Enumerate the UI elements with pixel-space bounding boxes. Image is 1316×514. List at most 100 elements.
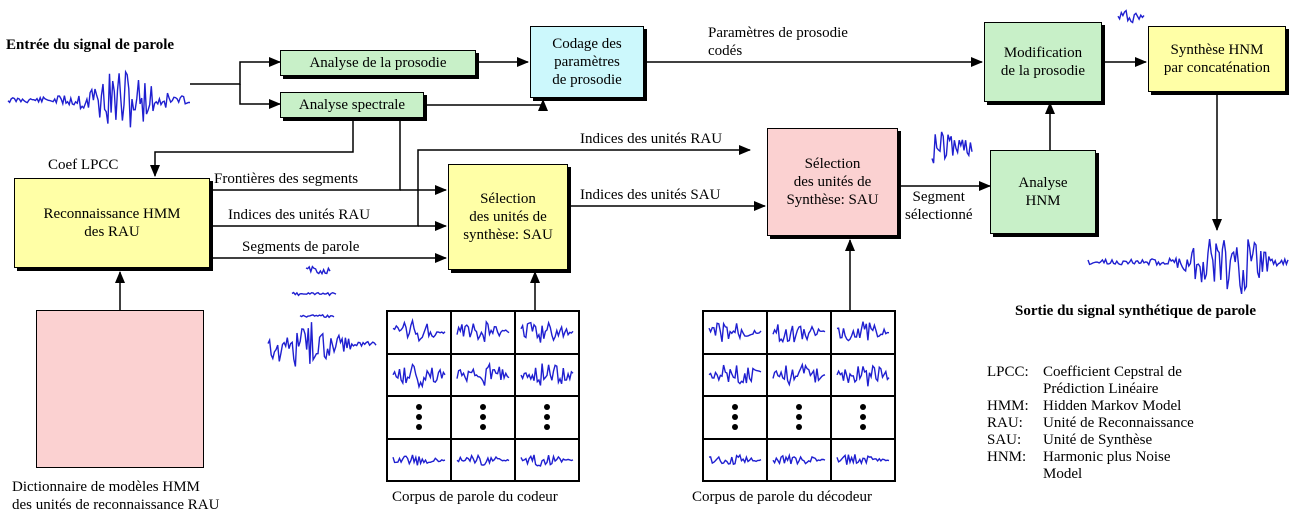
input-signal-title: Entrée du signal de parole xyxy=(6,37,175,53)
speech-segment-waveform xyxy=(708,321,762,343)
speech-segment-waveform xyxy=(456,320,510,343)
corpus-cell xyxy=(767,438,831,481)
corpus-cell xyxy=(767,353,831,396)
dictionnaire-label: Dictionnaire de modèles HMM des unités d… xyxy=(12,479,220,513)
speech-segment-path xyxy=(772,452,826,466)
corpus-cell xyxy=(767,311,831,354)
corpus-cell xyxy=(831,438,895,481)
corpus-cell xyxy=(767,396,831,439)
speech-segment-waveform xyxy=(772,324,826,344)
speech-segment-waveform xyxy=(708,364,762,385)
hmm-dictionary-panel xyxy=(36,310,204,468)
speech-segment-path xyxy=(772,362,826,387)
speech-segment-waveform xyxy=(520,363,574,386)
corpus-cell xyxy=(831,311,895,354)
arrow-input-to-prosodie xyxy=(190,57,281,85)
corpus-cell xyxy=(703,396,767,439)
segment-waveform xyxy=(931,131,973,164)
legend-value: Unité de Reconnaissance xyxy=(1043,415,1194,431)
indices-rau-top-label: Indices des unités RAU xyxy=(580,131,723,147)
speech-segment-path xyxy=(772,324,826,344)
corpus-cell xyxy=(831,353,895,396)
speech-segment-waveform xyxy=(836,364,890,387)
speech-segment-path xyxy=(836,453,890,465)
segment-selectionne-label: Segment sélectionné xyxy=(905,189,973,223)
corpus-cell xyxy=(515,311,579,354)
legend-key: SAU: xyxy=(987,432,1022,448)
corpus-codeur-label: Corpus de parole du codeur xyxy=(392,489,558,505)
corpus-cell xyxy=(703,311,767,354)
input-waveform xyxy=(7,69,190,128)
corpus-cell xyxy=(703,438,767,481)
legend-key: HNM: xyxy=(987,449,1027,465)
legend-key: HMM: xyxy=(987,398,1029,414)
speech-segment-path xyxy=(836,364,890,387)
modification-waveform xyxy=(1117,9,1145,24)
speech-segment-waveform xyxy=(392,454,446,466)
legend-value: Unité de Synthèse xyxy=(1043,432,1153,448)
speech-segment-path xyxy=(708,364,762,385)
reconnaissance-hmm-box: Reconnaissance HMM des RAU xyxy=(14,178,210,268)
speech-segment-path xyxy=(392,454,446,466)
segments-parole-label: Segments de parole xyxy=(242,239,360,255)
speech-segment-path xyxy=(520,453,574,467)
synthese-hnm-box: Synthèse HNM par concaténation xyxy=(1148,26,1286,92)
corpus-cell xyxy=(451,438,515,481)
speech-segment-path xyxy=(708,453,762,465)
ellipsis-dots-icon xyxy=(732,404,738,431)
segment-waveform-small-2 xyxy=(291,291,337,297)
segment-waveform-large xyxy=(267,322,377,367)
abbreviation-legend: LPCC:Coefficient Cepstral de Prédiction … xyxy=(987,364,1287,514)
ellipsis-dots-icon xyxy=(544,404,550,431)
arrow-input-to-spectrale xyxy=(239,84,281,109)
legend-value: Coefficient Cepstral de Prédiction Linéa… xyxy=(1043,364,1182,397)
corpus-cell xyxy=(515,438,579,481)
arrow-spectrale-to-reconnaissance xyxy=(150,120,354,177)
corpus-cell xyxy=(831,396,895,439)
selection-decodeur-box: Sélection des unités de Synthèse: SAU xyxy=(767,128,898,236)
analyse-prosodie-box: Analyse de la prosodie xyxy=(280,50,476,76)
speech-segment-path xyxy=(836,321,890,342)
indices-rau-left-label: Indices des unités RAU xyxy=(228,207,371,223)
analyse-hnm-box: Analyse HNM xyxy=(990,150,1096,234)
corpus-cell xyxy=(515,353,579,396)
speech-segment-waveform xyxy=(520,320,574,343)
corpus-cell xyxy=(451,311,515,354)
selection-codeur-box: Sélection des unités de synthèse: SAU xyxy=(448,164,568,270)
output-waveform xyxy=(1087,239,1289,295)
speech-segment-waveform xyxy=(456,361,510,386)
ellipsis-dots-icon xyxy=(416,404,422,431)
speech-segment-waveform xyxy=(520,453,574,467)
corpus-codeur-grid xyxy=(386,310,580,482)
speech-segment-waveform xyxy=(708,453,762,465)
speech-segment-path xyxy=(392,362,446,389)
corpus-cell xyxy=(387,396,451,439)
speech-segment-path xyxy=(708,321,762,343)
output-signal-title: Sortie du signal synthétique de parole xyxy=(1015,303,1257,319)
analyse-spectrale-box: Analyse spectrale xyxy=(280,92,424,118)
corpus-cell xyxy=(387,353,451,396)
indices-sau-label: Indices des unités SAU xyxy=(580,187,721,203)
corpus-cell xyxy=(451,353,515,396)
corpus-cell xyxy=(451,396,515,439)
coef-lpcc-label: Coef LPCC xyxy=(48,157,119,173)
ellipsis-dots-icon xyxy=(796,404,802,431)
legend-value: Hidden Markov Model xyxy=(1043,398,1182,414)
speech-segment-waveform xyxy=(456,453,510,466)
speech-segment-path xyxy=(520,320,574,343)
speech-segment-waveform xyxy=(836,453,890,465)
connector-lines xyxy=(115,57,1222,310)
corpus-cell xyxy=(515,396,579,439)
segment-waveform-small-3 xyxy=(299,313,335,319)
speech-segment-waveform xyxy=(836,321,890,342)
speech-segment-path xyxy=(456,453,510,466)
codage-prosodie-box: Codage des paramètres de prosodie xyxy=(530,26,644,98)
ellipsis-dots-icon xyxy=(860,404,866,431)
parametres-codes-label: Paramètres de prosodie codés xyxy=(708,25,848,59)
segment-waveform-small-1 xyxy=(305,265,331,276)
speech-segment-waveform xyxy=(772,362,826,387)
ellipsis-dots-icon xyxy=(480,404,486,431)
speech-segment-path xyxy=(520,363,574,386)
modification-prosodie-box: Modification de la prosodie xyxy=(984,22,1102,102)
speech-segment-path xyxy=(392,318,446,343)
